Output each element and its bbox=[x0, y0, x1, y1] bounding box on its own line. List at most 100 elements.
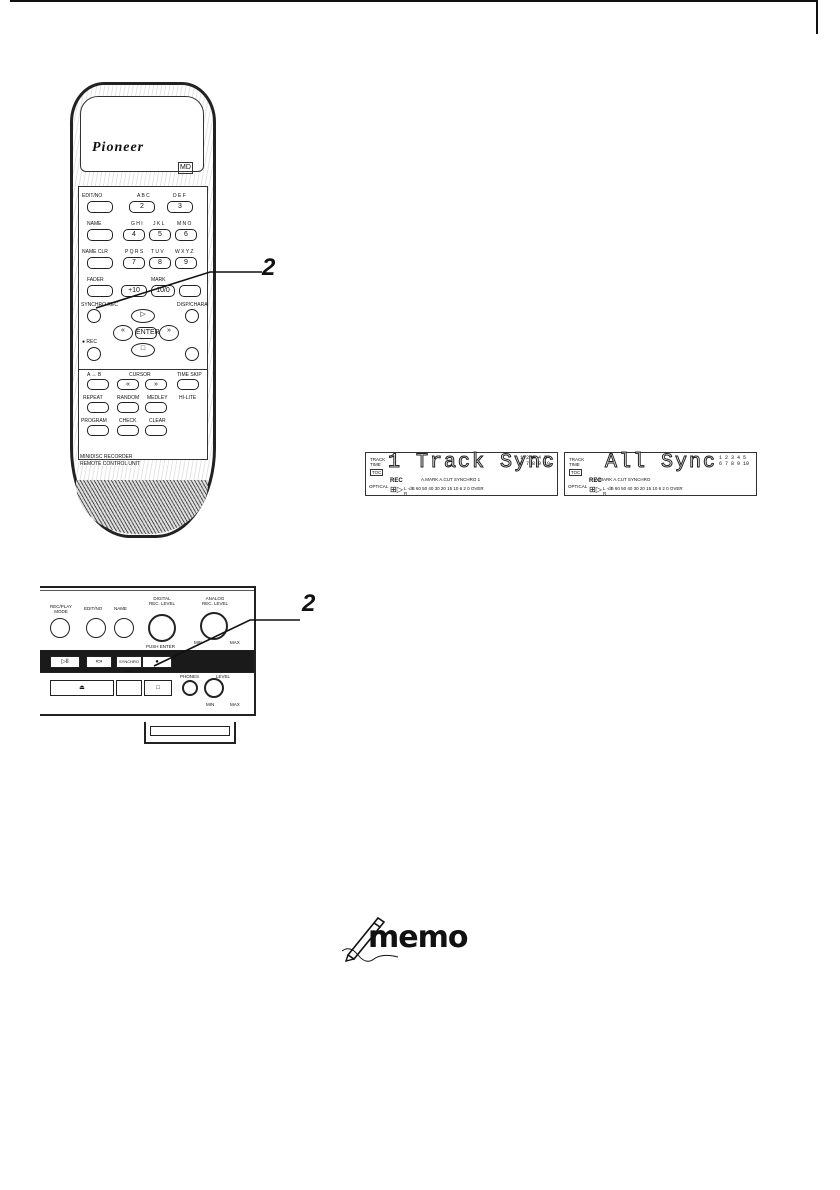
label-min: MIN bbox=[194, 640, 203, 645]
remote-brand-logo: Pioneer bbox=[92, 140, 145, 155]
panel-stop-button[interactable]: □ bbox=[144, 680, 172, 696]
label-push-enter: PUSH ENTER bbox=[146, 644, 176, 649]
display-2-track-time-label: TRACK TIME bbox=[569, 457, 585, 467]
display-1-play-arrow: ⊞▷ bbox=[390, 485, 403, 494]
stop-button[interactable]: □ bbox=[131, 343, 155, 357]
panel-top-edge-2 bbox=[40, 590, 256, 591]
remote-lower-panel: A ↔ B CURSOR TIME SKIP « » REPEAT RANDOM… bbox=[78, 370, 208, 460]
next-button[interactable]: » bbox=[159, 325, 179, 341]
play-button[interactable]: ▷ bbox=[131, 309, 155, 323]
panel-blank-button[interactable] bbox=[116, 680, 142, 696]
phones-jack[interactable] bbox=[182, 680, 198, 696]
rec-button[interactable] bbox=[87, 347, 101, 361]
key-2-button[interactable]: 2 bbox=[129, 201, 155, 213]
display-2-main-text: All Sync bbox=[604, 451, 718, 475]
label-panel-edit-no: EDIT/NO bbox=[84, 606, 103, 611]
pause-button[interactable] bbox=[185, 347, 199, 361]
panel-skip-button[interactable]: «» bbox=[86, 656, 112, 668]
panel-right-edge bbox=[254, 586, 256, 716]
disp-chara-button[interactable] bbox=[185, 309, 199, 323]
label-analog-rec-level: ANALOG REC. LEVEL bbox=[201, 596, 228, 606]
panel-edit-no-button[interactable] bbox=[86, 618, 106, 638]
check-button[interactable] bbox=[117, 425, 139, 436]
front-panel-illustration: REC/PLAY MODE EDIT/NO NAME DIGITAL REC. … bbox=[40, 578, 256, 718]
rec-play-mode-button[interactable] bbox=[50, 618, 70, 638]
label-tuv: T U V bbox=[151, 249, 164, 255]
top-corner-tick bbox=[816, 0, 818, 34]
enter-button[interactable]: ENTER bbox=[135, 327, 160, 339]
prev-button[interactable]: « bbox=[113, 325, 133, 341]
cursor-right-button[interactable]: » bbox=[145, 379, 167, 390]
key-6-button[interactable]: 6 bbox=[175, 229, 197, 241]
panel-play-button[interactable]: ▷ll bbox=[50, 656, 80, 668]
memo-heading: memo bbox=[340, 915, 468, 963]
phones-level-knob[interactable] bbox=[204, 678, 224, 698]
fader-button[interactable] bbox=[87, 285, 113, 297]
label-phones: PHONES bbox=[180, 674, 200, 679]
key-8-button[interactable]: 8 bbox=[149, 257, 171, 269]
cursor-left-button[interactable]: « bbox=[117, 379, 139, 390]
display-1-source: OPTICAL bbox=[369, 484, 389, 489]
ab-button[interactable] bbox=[87, 379, 109, 390]
key-9-button[interactable]: 9 bbox=[175, 257, 197, 269]
analog-rec-level-knob[interactable] bbox=[200, 612, 228, 640]
label-disp-chara: DISP/CHARA bbox=[177, 302, 208, 308]
label-pqrs: P Q R S bbox=[125, 249, 144, 255]
md-logo: MD bbox=[178, 162, 193, 174]
panel-divider bbox=[40, 672, 256, 673]
label-ghi: G H I bbox=[131, 221, 143, 227]
panel-synchro-rec-button[interactable]: SYNCHRO REC bbox=[116, 656, 142, 674]
repeat-button[interactable] bbox=[87, 402, 109, 413]
clear-button[interactable] bbox=[145, 425, 167, 436]
display-1-toc-label: TOC bbox=[370, 469, 384, 476]
display-2-level-meter: L -dB 60 50 40 30 20 15 10 6 2 0 OVER bbox=[603, 486, 683, 491]
panel-disc-slot bbox=[144, 722, 236, 744]
panel-rec-button[interactable]: ● bbox=[142, 656, 172, 668]
random-button[interactable] bbox=[117, 402, 139, 413]
digital-rec-level-knob[interactable] bbox=[148, 614, 176, 642]
label-digital-rec-level: DIGITAL REC. LEVEL bbox=[148, 596, 175, 606]
synchro-rec-button[interactable] bbox=[87, 309, 101, 323]
label-check: CHECK bbox=[119, 418, 137, 424]
panel-base-line bbox=[40, 714, 256, 716]
label-level: LEVEL bbox=[216, 674, 231, 679]
label-rec-play-mode: REC/PLAY MODE bbox=[50, 604, 72, 614]
panel-callout-number: 2 bbox=[302, 590, 316, 617]
display-1-main-text: 1 Track Sync bbox=[387, 451, 557, 475]
name-clr-button[interactable] bbox=[87, 257, 113, 269]
key-7-button[interactable]: 7 bbox=[123, 257, 145, 269]
label-synchro-rec: SYNCHRO REC bbox=[81, 302, 118, 308]
label-fader: FADER bbox=[87, 277, 104, 283]
label-rec: ● REC bbox=[82, 339, 97, 345]
label-max: MAX bbox=[230, 640, 240, 645]
name-button[interactable] bbox=[87, 229, 113, 241]
label-clear: CLEAR bbox=[149, 418, 166, 424]
time-skip-button[interactable] bbox=[177, 379, 199, 390]
program-button[interactable] bbox=[87, 425, 109, 436]
key-4-button[interactable]: 4 bbox=[123, 229, 145, 241]
display-2-track-numbers: 1 2 3 4 5 6 7 8 9 10 bbox=[719, 455, 750, 467]
key-dot-button[interactable] bbox=[179, 285, 201, 297]
medley-button[interactable] bbox=[145, 402, 167, 413]
display-2-meter-r: R bbox=[603, 491, 607, 496]
edit-no-button[interactable] bbox=[87, 201, 113, 213]
remote-key-panel: EDIT/NO A B C D E F 2 3 1 NAME G H I J K… bbox=[78, 186, 208, 370]
display-1-meter-r: R bbox=[404, 491, 408, 496]
display-1-track-time-label: TRACK TIME bbox=[370, 457, 386, 467]
panel-eject-button[interactable]: ⏏ bbox=[50, 680, 114, 696]
panel-name-button[interactable] bbox=[114, 618, 134, 638]
display-2-toc-label: TOC bbox=[569, 469, 583, 476]
display-1-track-numbers: 1 2 3 4 5 6 7 8 9 10 bbox=[520, 455, 551, 467]
memo-label: memo bbox=[368, 920, 468, 955]
display-1-level-meter: L -dB 60 50 40 30 20 15 10 6 2 0 OVER bbox=[404, 486, 484, 491]
remote-control-illustration: Pioneer MD EDIT/NO A B C D E F 2 3 1 NAM… bbox=[70, 82, 216, 538]
label-wxyz: W X Y Z bbox=[175, 249, 194, 255]
label-level-max: MAX bbox=[230, 702, 240, 707]
key-5-button[interactable]: 5 bbox=[149, 229, 171, 241]
label-jkl: J K L bbox=[153, 221, 165, 227]
label-time-skip: TIME SKIP bbox=[177, 372, 202, 378]
label-hilite: HI-LITE bbox=[179, 395, 197, 401]
display-2-source: OPTICAL bbox=[568, 484, 588, 489]
key-3-button[interactable]: 3 bbox=[167, 201, 193, 213]
label-cursor: CURSOR bbox=[129, 372, 151, 378]
